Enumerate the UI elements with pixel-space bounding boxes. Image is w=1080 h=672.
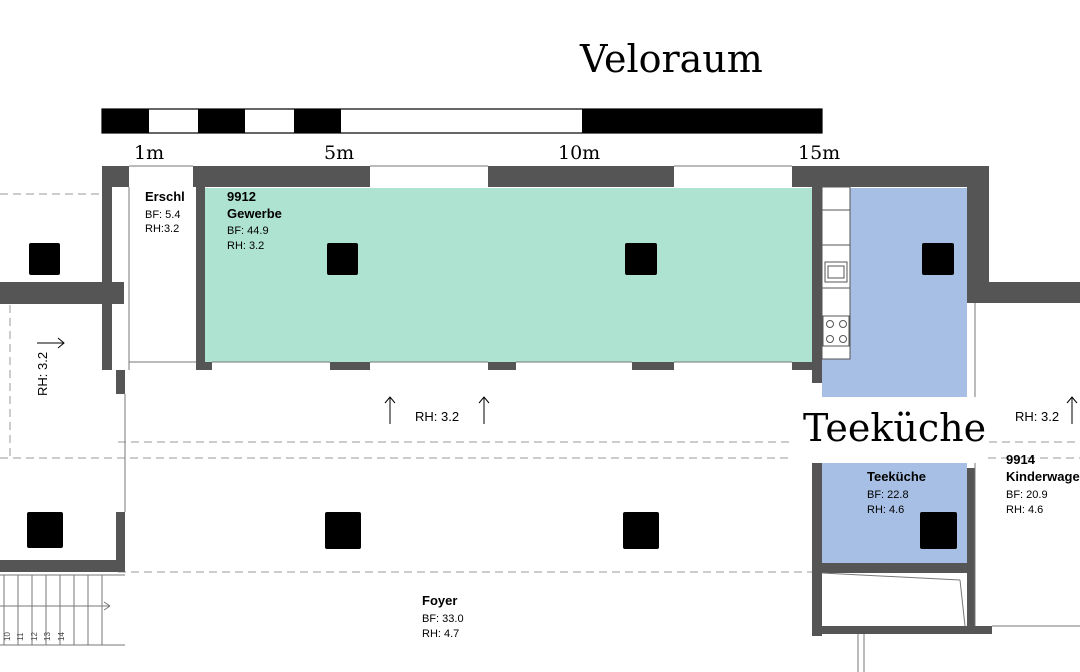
room-foyer-name: Foyer: [422, 593, 457, 608]
scale-label-15m: 15m: [798, 142, 840, 164]
column: [623, 512, 659, 549]
room-erschl-rh: RH:3.2: [145, 223, 179, 235]
room-kinderwagen-rh: RH: 4.6: [1006, 504, 1043, 516]
room-gewerbe-rh: RH: 3.2: [227, 240, 264, 252]
column: [27, 512, 63, 548]
room-foyer-bf: BF: 33.0: [422, 613, 464, 625]
room-teekueche-bf: BF: 22.8: [867, 489, 909, 501]
callout-background: [790, 397, 986, 463]
room-teekueche-rh: RH: 4.6: [867, 504, 904, 516]
column: [922, 243, 954, 275]
walls: [0, 166, 1080, 636]
scale-labels: 1m 5m 10m 15m: [134, 142, 840, 164]
callout-label: Teeküche: [803, 406, 986, 450]
wall-outlines: [0, 165, 1080, 672]
column: [920, 512, 957, 549]
height-mark-left: RH: 3.2: [35, 337, 65, 396]
stair-number: 10: [3, 632, 12, 641]
column: [325, 512, 361, 549]
column: [327, 243, 358, 275]
room-gewerbe-number: 9912: [227, 189, 256, 204]
room-kinderwagen-name: Kinderwage: [1006, 469, 1080, 484]
column: [29, 243, 60, 275]
stair-number: 13: [43, 632, 52, 641]
column: [625, 243, 657, 275]
height-label-right: RH: 3.2: [1015, 409, 1059, 424]
height-label-left: RH: 3.2: [35, 352, 50, 396]
room-gewerbe-fill: [205, 188, 812, 362]
room-erschl-bf: BF: 5.4: [145, 209, 180, 221]
room-erschl-name: Erschl: [145, 189, 185, 204]
kitchen-counter: [821, 186, 851, 360]
height-label-corridor: RH: 3.2: [415, 409, 459, 424]
room-gewerbe-bf: BF: 44.9: [227, 225, 269, 237]
plan-title: Veloraum: [579, 37, 763, 81]
stairs: [0, 574, 125, 645]
scale-label-1m: 1m: [134, 142, 164, 164]
stair-number: 14: [57, 632, 66, 641]
columns: [27, 243, 957, 549]
room-gewerbe-name: Gewerbe: [227, 206, 282, 221]
height-mark-right: RH: 3.2: [1015, 396, 1078, 424]
stair-number: 11: [16, 632, 25, 641]
room-teekueche-name: Teeküche: [867, 469, 926, 484]
scale-label-5m: 5m: [324, 142, 354, 164]
room-kinderwagen-number: 9914: [1006, 452, 1036, 467]
stair-number: 12: [30, 632, 39, 641]
scale-bar: [101, 108, 823, 134]
height-mark-corridor: RH: 3.2: [384, 396, 490, 424]
room-kinderwagen-bf: BF: 20.9: [1006, 489, 1048, 501]
scale-label-10m: 10m: [558, 142, 600, 164]
room-foyer-rh: RH: 4.7: [422, 628, 459, 640]
stair-numbers: 10 11 12 13 14: [3, 632, 66, 641]
